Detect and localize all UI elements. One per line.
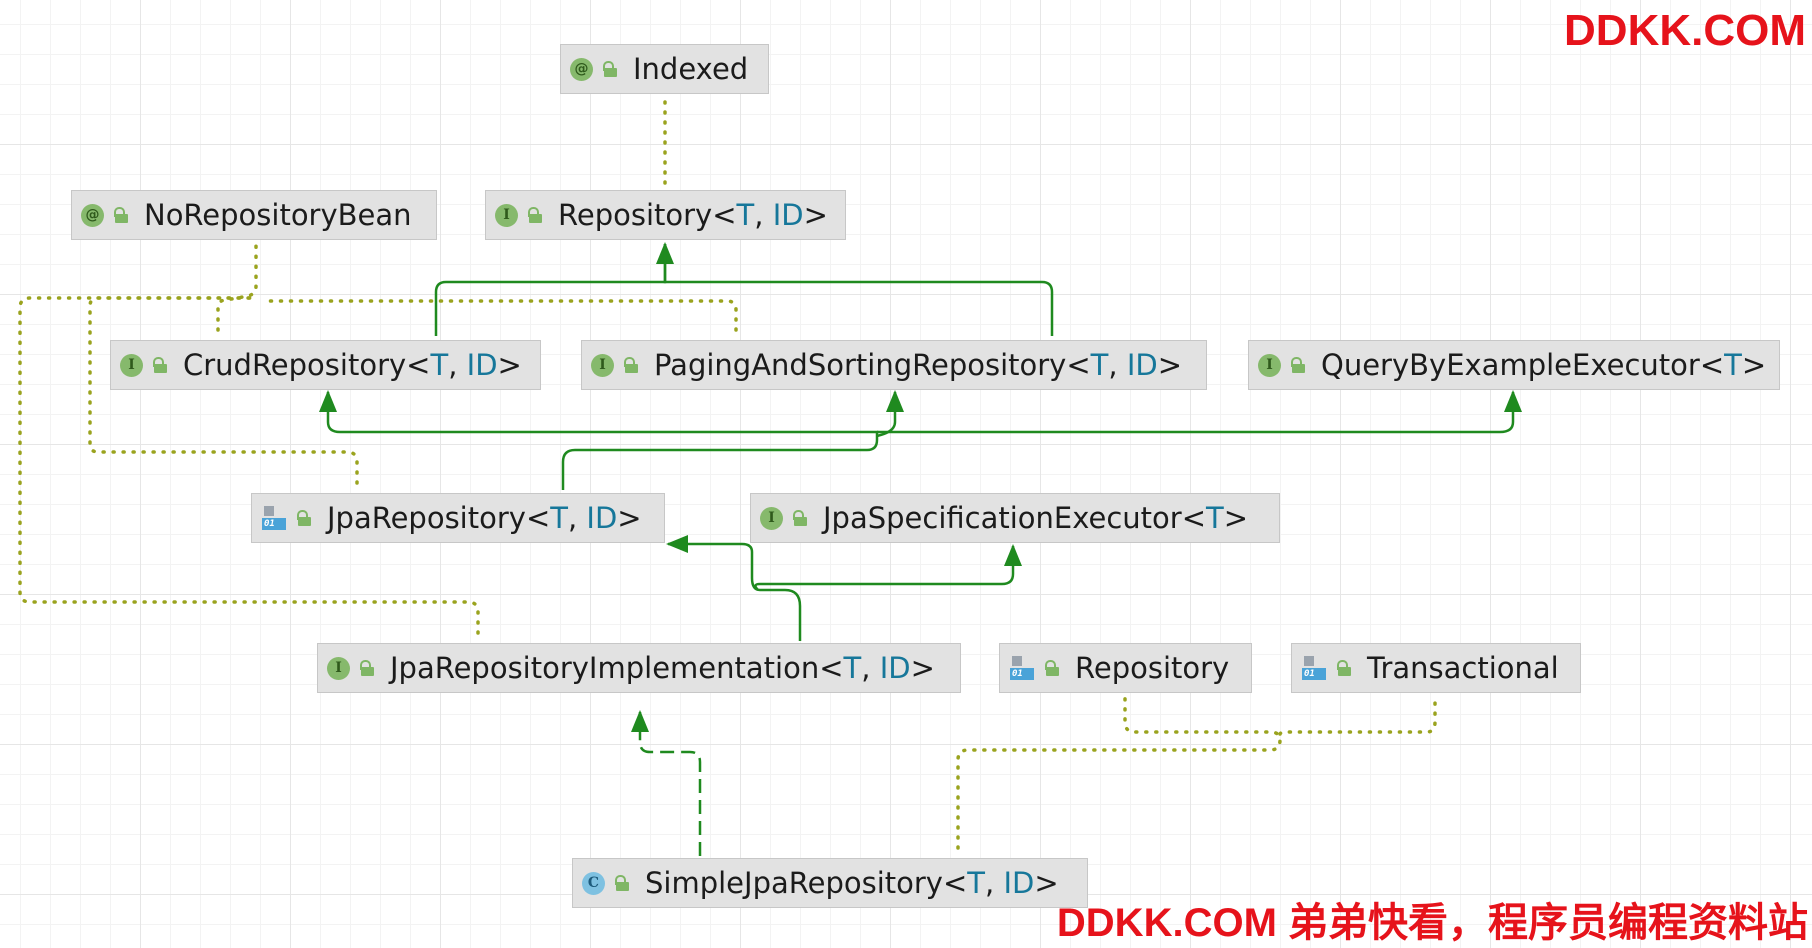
- node-label: PagingAndSortingRepository<T, ID>: [654, 348, 1183, 382]
- node-crud-repository[interactable]: I CrudRepository<T, ID>: [110, 340, 541, 390]
- edge-paging-norepositorybean: [262, 299, 738, 332]
- node-label: Transactional: [1367, 651, 1559, 685]
- node-label: Repository: [1075, 651, 1230, 685]
- package-icon: 01: [1301, 655, 1327, 681]
- lock-icon: [601, 60, 619, 78]
- lock-icon: [358, 659, 376, 677]
- lock-icon: [791, 509, 809, 527]
- edge-jpa-paging: [876, 390, 904, 438]
- node-label: JpaRepository<T, ID>: [327, 501, 642, 535]
- watermark-top: DDKK.COM: [1564, 6, 1806, 55]
- edge-impl-specification: [754, 544, 1022, 591]
- node-jpa-repository[interactable]: 01 JpaRepository<T, ID>: [251, 493, 665, 543]
- lock-icon: [1043, 659, 1061, 677]
- node-simple-jpa-repository[interactable]: C SimpleJpaRepository<T, ID>: [572, 858, 1088, 908]
- lock-icon: [613, 874, 631, 892]
- node-label: NoRepositoryBean: [144, 198, 412, 232]
- interface-icon: I: [1258, 353, 1281, 377]
- edge-impl-jpa: [666, 535, 802, 641]
- node-label: JpaRepositoryImplementation<T, ID>: [390, 651, 935, 685]
- lock-icon: [112, 206, 130, 224]
- interface-icon: I: [495, 203, 518, 227]
- annotation-icon: @: [570, 57, 593, 81]
- node-label: JpaSpecificationExecutor<T>: [823, 501, 1249, 535]
- node-paging-sorting-repository[interactable]: I PagingAndSortingRepository<T, ID>: [581, 340, 1207, 390]
- node-jpa-repository-implementation[interactable]: I JpaRepositoryImplementation<T, ID>: [317, 643, 961, 693]
- node-jpa-specification-executor[interactable]: I JpaSpecificationExecutor<T>: [750, 493, 1280, 543]
- lock-icon: [1289, 356, 1307, 374]
- edge-crud-repository: [434, 242, 674, 336]
- node-indexed[interactable]: @ Indexed: [560, 44, 769, 94]
- lock-icon: [622, 356, 640, 374]
- node-no-repository-bean[interactable]: @ NoRepositoryBean: [71, 190, 437, 240]
- node-label: QueryByExampleExecutor<T>: [1321, 348, 1767, 382]
- edge-crud-norepositorybean: [216, 241, 258, 332]
- node-transactional[interactable]: 01 Transactional: [1291, 643, 1581, 693]
- annotation-icon: @: [81, 203, 104, 227]
- edge-simple-impl: [631, 710, 702, 856]
- node-label: Indexed: [633, 52, 749, 86]
- interface-icon: I: [591, 353, 614, 377]
- edge-jpa-norepositorybean: [88, 296, 359, 485]
- edge-impl-norepositorybean: [18, 296, 480, 635]
- node-label: CrudRepository<T, ID>: [183, 348, 522, 382]
- package-icon: 01: [261, 505, 287, 531]
- lock-icon: [295, 509, 313, 527]
- annotation-edges: [18, 94, 1437, 850]
- edge-simple-repository-annotation: [956, 696, 1282, 850]
- node-label: Repository<T, ID>: [558, 198, 828, 232]
- node-repository-annotation[interactable]: 01 Repository: [999, 643, 1252, 693]
- watermark-bottom: DDKK.COM 弟弟快看，程序员编程资料站: [1056, 901, 1808, 945]
- edge-jpa-querybyexample: [877, 390, 1522, 434]
- lock-icon: [151, 356, 169, 374]
- edge-simple-transactional: [1278, 696, 1437, 736]
- extends-edges: [319, 242, 1522, 641]
- interface-icon: I: [327, 656, 350, 680]
- node-repository-generic[interactable]: I Repository<T, ID>: [485, 190, 846, 240]
- lock-icon: [526, 206, 544, 224]
- edge-paging-repository: [663, 244, 1054, 336]
- node-label: SimpleJpaRepository<T, ID>: [645, 866, 1059, 900]
- package-icon: 01: [1009, 655, 1035, 681]
- node-query-by-example-executor[interactable]: I QueryByExampleExecutor<T>: [1248, 340, 1780, 390]
- edge-jpa-crud: [319, 390, 879, 490]
- interface-icon: I: [760, 506, 783, 530]
- class-icon: C: [582, 871, 605, 895]
- lock-icon: [1335, 659, 1353, 677]
- interface-icon: I: [120, 353, 143, 377]
